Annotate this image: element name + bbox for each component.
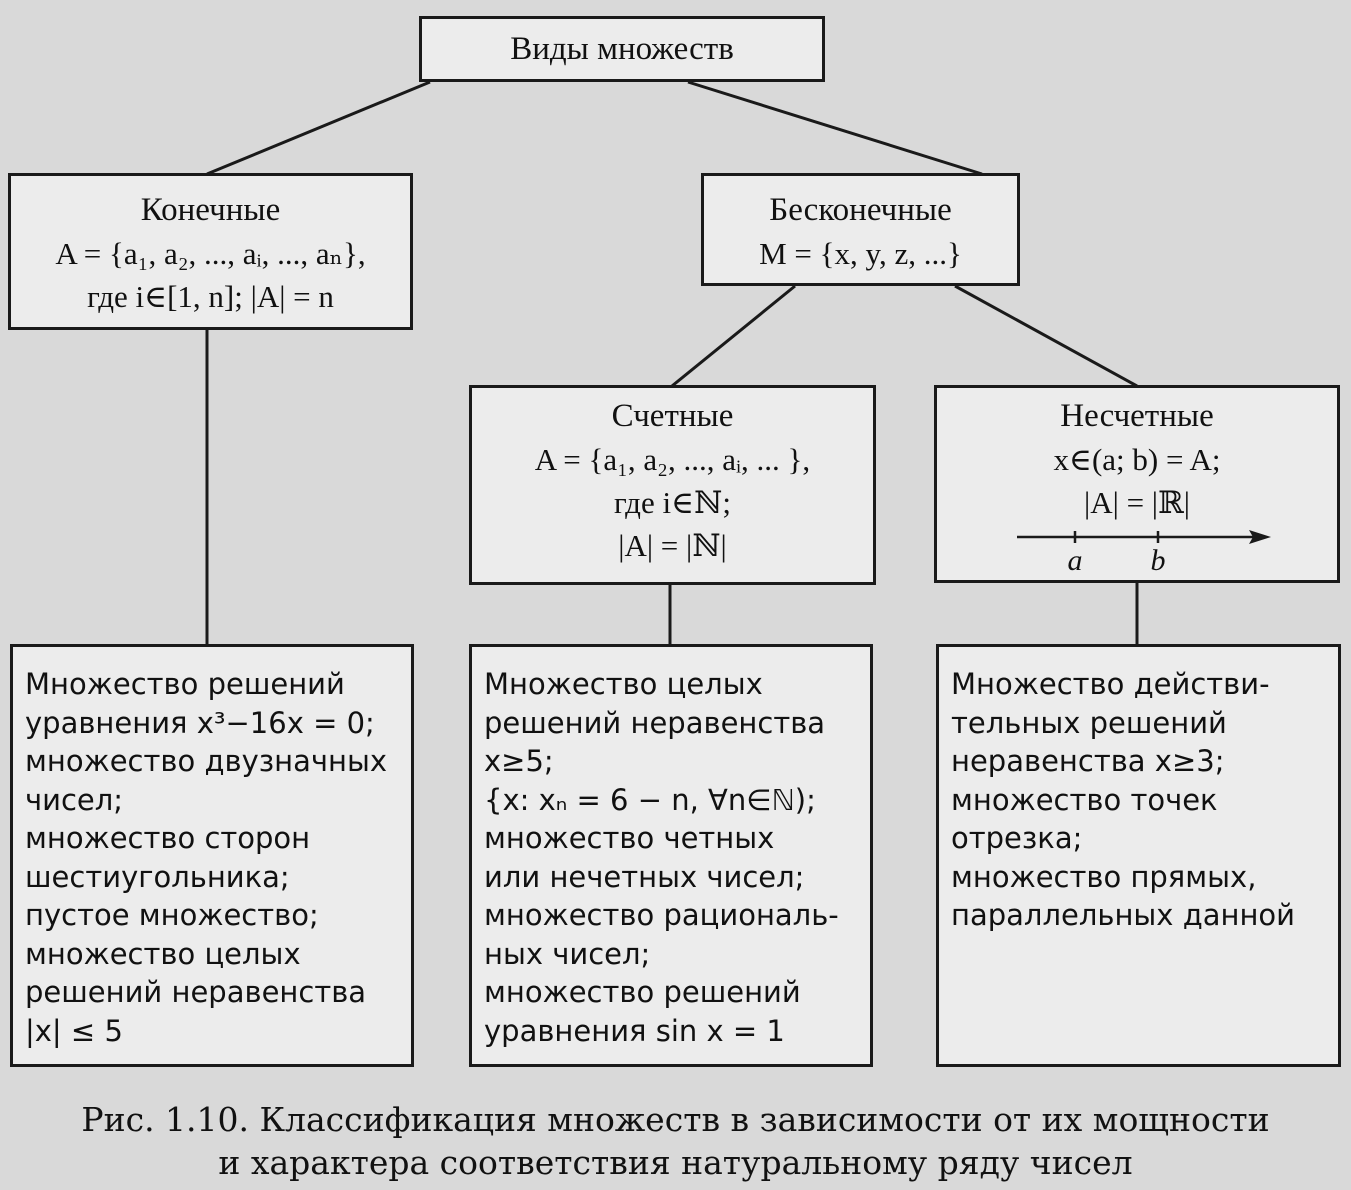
uncountable-example-line: множество точек	[951, 782, 1218, 817]
countable-example-line: множество решений	[484, 975, 801, 1009]
finite-examples-box: Множество решений уравнения x³−16x = 0; …	[10, 644, 414, 1067]
countable-example-line: x≥5;	[484, 744, 554, 778]
uncountable-definition: x∈(a; b) = A;	[1053, 442, 1221, 477]
countable-title: Счетные	[611, 398, 734, 434]
label-a: a	[1068, 544, 1083, 577]
root-box: Виды множеств	[419, 16, 825, 82]
uncountable-example-line: множество прямых,	[951, 859, 1257, 894]
infinite-title: Бесконечные	[769, 192, 952, 228]
finite-example-line: шестиугольника;	[25, 859, 290, 894]
finite-example-line: множество сторон	[25, 821, 311, 855]
figure-caption: Рис. 1.10. Классификация множеств в зави…	[0, 1098, 1351, 1184]
countable-box: Счетные A = {a₁, a₂, ..., aᵢ, ... }, где…	[469, 385, 876, 585]
finite-example-line: Множество решений	[25, 667, 345, 701]
uncountable-example-line: отрезка;	[951, 821, 1083, 855]
countable-cardinality: |A| = |ℕ|	[618, 528, 727, 563]
connector-root-finite	[206, 80, 431, 176]
finite-example-line: множество целых	[25, 936, 301, 971]
connector-infinite-countable	[671, 284, 796, 388]
infinite-box: Бесконечные M = {x, y, z, ...}	[701, 173, 1020, 286]
finite-example-line: решений неравенства	[25, 975, 367, 1009]
countable-example-line: ных чисел;	[484, 936, 651, 971]
caption-line: и характера соответствия натуральному ря…	[218, 1143, 1133, 1182]
countable-index: где i∈ℕ;	[614, 485, 731, 520]
countable-example-line: {x: xₙ = 6 − n, ∀n∈ℕ);	[484, 782, 816, 817]
finite-example-line: множество двузначных	[25, 744, 388, 778]
uncountable-example-line: параллельных данной	[951, 898, 1296, 932]
label-b: b	[1151, 544, 1166, 577]
finite-title: Конечные	[140, 192, 281, 228]
uncountable-example-line: неравенства x≥3;	[951, 744, 1225, 778]
countable-example-line: решений неравенства	[484, 705, 826, 740]
uncountable-box: Несчетные x∈(a; b) = A; |A| = |ℝ| a b	[934, 385, 1340, 583]
countable-example-line: Множество целых	[484, 667, 763, 701]
number-line-arrow-icon	[1249, 530, 1271, 544]
number-line: a b	[1017, 530, 1271, 577]
countable-example-line: множество рациональ-	[484, 898, 839, 932]
connector-infinite-uncountable	[954, 284, 1138, 388]
countable-examples-box: Множество целых решений неравенства x≥5;…	[469, 644, 873, 1067]
uncountable-title: Несчетные	[1060, 398, 1214, 434]
finite-example-line: |x| ≤ 5	[25, 1013, 123, 1048]
countable-example-line: или нечетных чисел;	[484, 859, 805, 894]
finite-example-line: чисел;	[25, 782, 124, 817]
infinite-definition: M = {x, y, z, ...}	[759, 236, 962, 271]
uncountable-cardinality: |A| = |ℝ|	[1084, 485, 1190, 520]
countable-example-line: множество четных	[484, 821, 775, 855]
finite-example-line: уравнения x³−16x = 0;	[25, 705, 375, 740]
uncountable-example-line: Множество действи-	[951, 667, 1270, 701]
finite-box: Конечные A = {a₁, a₂, ..., aᵢ, ..., aₙ},…	[8, 173, 413, 330]
uncountable-example-line: тельных решений	[951, 705, 1227, 740]
finite-definition: A = {a₁, a₂, ..., aᵢ, ..., aₙ},	[55, 236, 366, 271]
caption-line: Рис. 1.10. Классификация множеств в зави…	[81, 1100, 1270, 1139]
finite-cardinality: где i∈[1, n]; |A| = n	[87, 279, 334, 314]
countable-example-line: уравнения sin x = 1	[484, 1013, 785, 1048]
connector-root-infinite	[687, 80, 983, 176]
root-title: Виды множеств	[510, 31, 734, 67]
uncountable-examples-box: Множество действи- тельных решений нерав…	[936, 644, 1341, 1067]
finite-example-line: пустое множество;	[25, 898, 319, 932]
countable-definition: A = {a₁, a₂, ..., aᵢ, ... },	[534, 442, 811, 477]
